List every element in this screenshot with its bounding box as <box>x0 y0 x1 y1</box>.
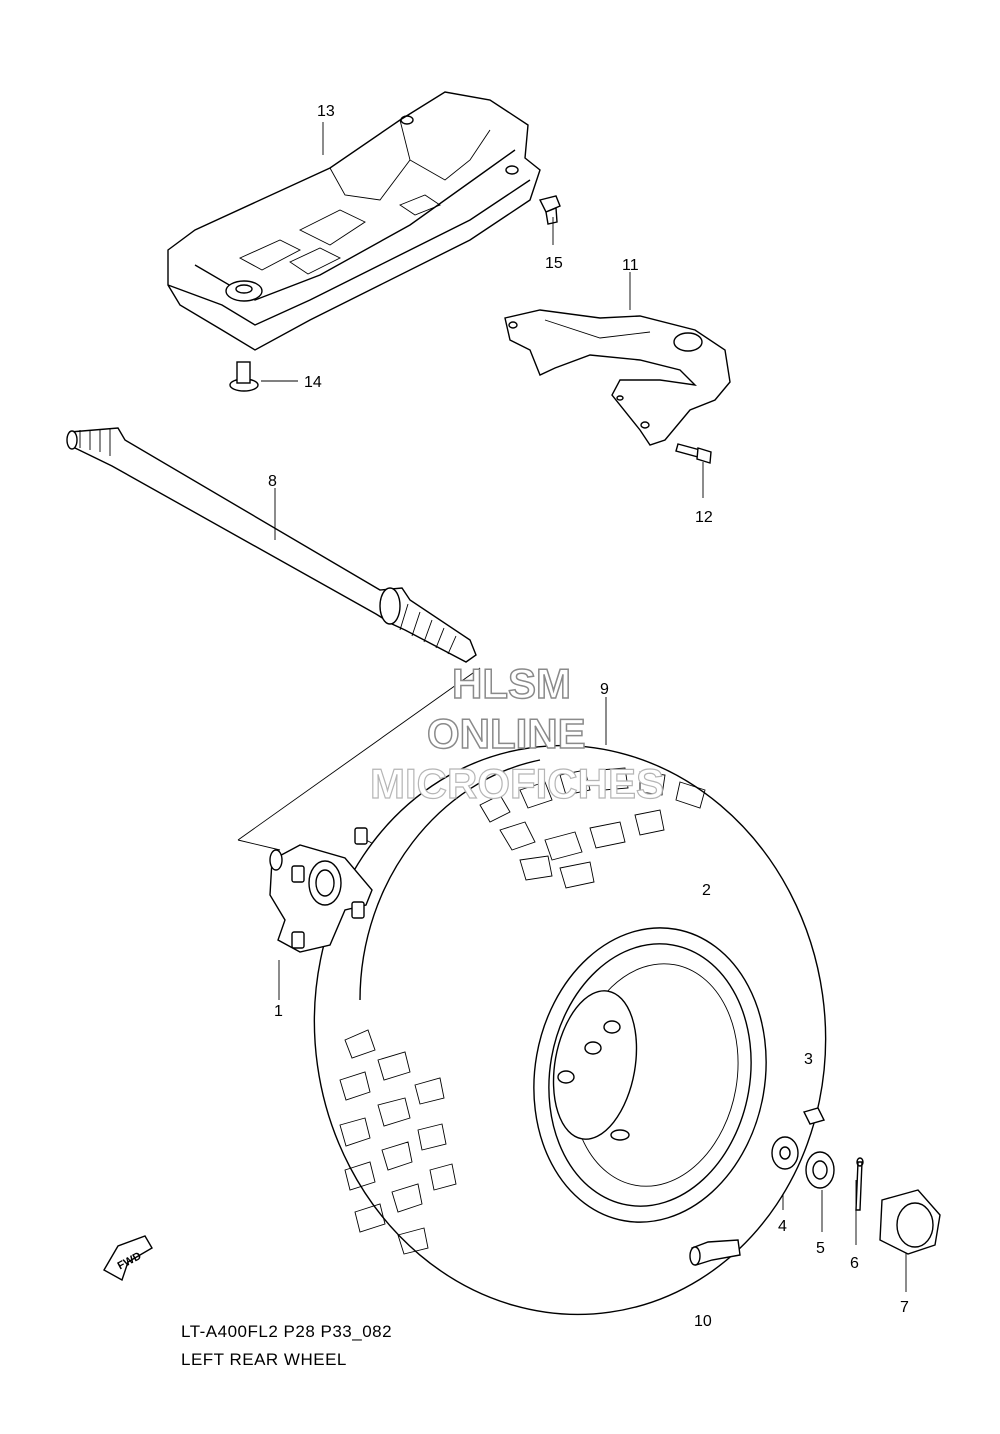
cotter-pin-part-6 <box>855 1157 864 1211</box>
label-part-1: 1 <box>274 1003 283 1020</box>
label-part-6: 6 <box>850 1255 859 1272</box>
skid-plate-part-13 <box>167 91 541 351</box>
label-part-9: 9 <box>600 681 609 698</box>
label-part-10: 10 <box>694 1313 712 1330</box>
label-part-13: 13 <box>317 103 335 120</box>
fwd-arrow-icon: FWD <box>103 1235 153 1282</box>
watermark-line-3: MICROFICHES <box>369 759 664 807</box>
washer-part-4 <box>771 1136 799 1170</box>
hub-cap-part-7 <box>879 1189 941 1255</box>
label-part-12: 12 <box>695 509 713 526</box>
axle-part-8 <box>66 427 477 663</box>
bolt-part-15 <box>538 195 561 225</box>
bracket-part-11 <box>504 309 731 446</box>
hub-part-1 <box>269 827 373 953</box>
watermark-line-1: HLSM <box>451 659 572 708</box>
castle-nut-part-5 <box>805 1151 835 1189</box>
label-part-14: 14 <box>304 374 322 391</box>
label-part-2: 2 <box>702 882 711 899</box>
label-part-5: 5 <box>816 1240 825 1257</box>
watermark-line-2: ONLINE <box>426 709 586 758</box>
label-part-7: 7 <box>900 1299 909 1316</box>
label-part-15: 15 <box>545 255 563 272</box>
diagram-code-caption: LT-A400FL2 P28 P33_082 <box>181 1322 393 1341</box>
label-part-4: 4 <box>778 1218 787 1235</box>
nut-part-3 <box>802 1107 826 1125</box>
diagram-title-caption: LEFT REAR WHEEL <box>181 1350 347 1369</box>
label-part-8: 8 <box>268 473 277 490</box>
rim-part-2 <box>533 927 767 1223</box>
label-part-11: 11 <box>622 257 639 274</box>
bolt-part-12 <box>675 443 712 464</box>
bolt-part-14 <box>229 361 259 392</box>
label-part-3: 3 <box>804 1051 813 1068</box>
valve-part-10 <box>689 1239 741 1266</box>
